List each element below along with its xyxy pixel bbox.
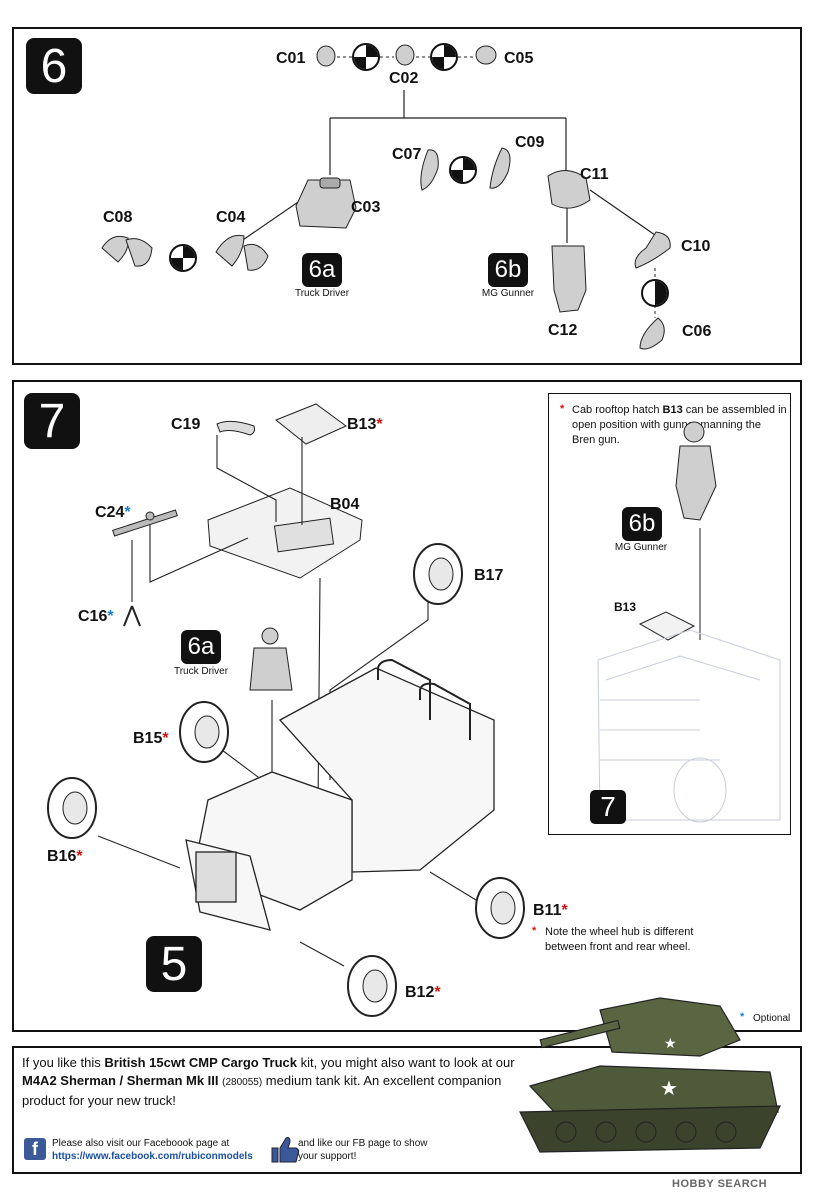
inset-step-7-number: 7: [590, 790, 626, 824]
part-label-c02: C02: [389, 70, 419, 87]
step-6-number: 6: [26, 38, 82, 94]
facebook-link[interactable]: https://www.facebook.com/rubiconmodels: [52, 1151, 253, 1162]
svg-text:★: ★: [664, 1036, 677, 1052]
part-label-c08: C08: [103, 209, 133, 226]
part-label-c01: C01: [276, 50, 306, 67]
hatch-option-note: Cab rooftop hatch B13 can be assembled i…: [572, 404, 787, 446]
blue-asterisk-c24: *: [124, 504, 131, 521]
part-label-b17: B17: [474, 567, 504, 584]
part-label-b16: B16*: [47, 848, 83, 865]
inset-part-label-b13: B13: [614, 600, 637, 614]
part-label-c06: C06: [682, 323, 712, 340]
optional-asterisk: *: [740, 1011, 745, 1023]
red-asterisk-b16: *: [76, 848, 83, 865]
step-6-panel: [12, 27, 802, 365]
part-label-c07: C07: [392, 146, 422, 163]
part-label-b12: B12*: [405, 984, 441, 1001]
blue-asterisk-c16: *: [107, 608, 114, 625]
hobby-search-watermark: HOBBY SEARCH: [672, 1178, 768, 1190]
sub-step-6a-badge: 6a: [302, 253, 342, 287]
part-label-c16: C16*: [78, 608, 114, 625]
red-asterisk-b12: *: [434, 984, 441, 1001]
part-label-c19: C19: [171, 416, 201, 433]
facebook-text: Please also visit our Faceboook page at: [52, 1138, 230, 1149]
part-label-c11: C11: [580, 166, 609, 183]
part-label-c24: C24*: [95, 504, 131, 521]
red-asterisk-b15: *: [162, 730, 169, 747]
reference-step-5-number: 5: [146, 936, 202, 992]
sub-step-6a-badge-step7: 6a: [181, 630, 221, 664]
part-label-b04: B04: [330, 496, 360, 513]
part-label-b11: B11*: [533, 902, 568, 919]
inset-note-asterisk: *: [560, 403, 565, 415]
svg-text:★: ★: [660, 1076, 678, 1100]
truck-driver-caption: Truck Driver: [294, 288, 350, 299]
wheel-hub-note: Note the wheel hub is different between …: [545, 926, 694, 953]
optional-legend: Optional: [753, 1013, 791, 1024]
like-block: and like our FB page to show your suppor…: [298, 1138, 428, 1162]
part-label-b13: B13*: [347, 416, 383, 433]
part-label-c12: C12: [548, 322, 578, 339]
mg-gunner-caption: MG Gunner: [481, 288, 535, 299]
wheel-note-asterisk: *: [532, 925, 537, 937]
truck-driver-caption-step7: Truck Driver: [173, 666, 229, 677]
inset-sub-step-6b-badge: 6b: [622, 507, 662, 541]
inset-mg-gunner-caption: MG Gunner: [614, 542, 668, 553]
step-7-number: 7: [24, 393, 80, 449]
red-asterisk-b11: *: [561, 902, 568, 919]
red-asterisk-b13: *: [376, 416, 383, 433]
part-label-c04: C04: [216, 209, 246, 226]
part-label-c10: C10: [681, 238, 711, 255]
part-label-c05: C05: [504, 50, 534, 67]
facebook-block: Please also visit our Faceboook page at …: [52, 1137, 253, 1163]
part-label-c09: C09: [515, 134, 545, 151]
promo-box: [12, 1046, 802, 1174]
part-label-c03: C03: [351, 199, 381, 216]
sub-step-6b-badge: 6b: [488, 253, 528, 287]
promo-text: If you like this British 15cwt CMP Cargo…: [22, 1055, 515, 1108]
facebook-icon[interactable]: f: [24, 1138, 46, 1160]
part-label-b15: B15*: [133, 730, 169, 747]
